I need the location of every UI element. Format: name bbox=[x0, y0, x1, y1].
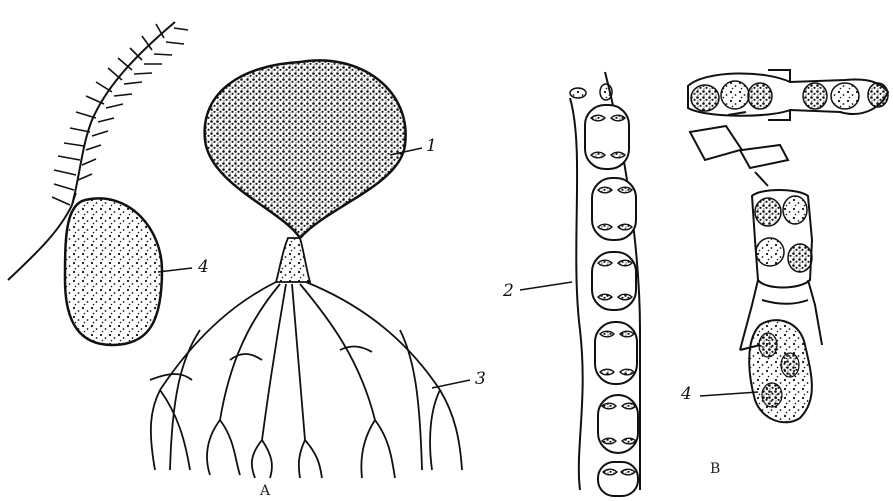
zygospore-b bbox=[749, 320, 812, 422]
callout-label-2: 2 bbox=[503, 283, 514, 300]
sporangium-head bbox=[205, 60, 406, 282]
callout-label-1: 1 bbox=[426, 138, 437, 155]
panel-label-a: A bbox=[260, 484, 270, 498]
filament-chain bbox=[570, 72, 640, 496]
callout-line-2 bbox=[520, 282, 572, 290]
rhizoid-system bbox=[150, 282, 462, 478]
zygospore-a bbox=[65, 198, 162, 345]
callout-line-4b bbox=[700, 392, 758, 396]
callout-line-3 bbox=[432, 380, 470, 388]
panel-label-b: B bbox=[710, 462, 720, 476]
callout-label-4b: 4 bbox=[681, 386, 692, 403]
callout-label-4a: 4 bbox=[198, 259, 209, 276]
conjugating-filaments bbox=[688, 70, 888, 350]
callout-label-3: 3 bbox=[475, 371, 486, 388]
